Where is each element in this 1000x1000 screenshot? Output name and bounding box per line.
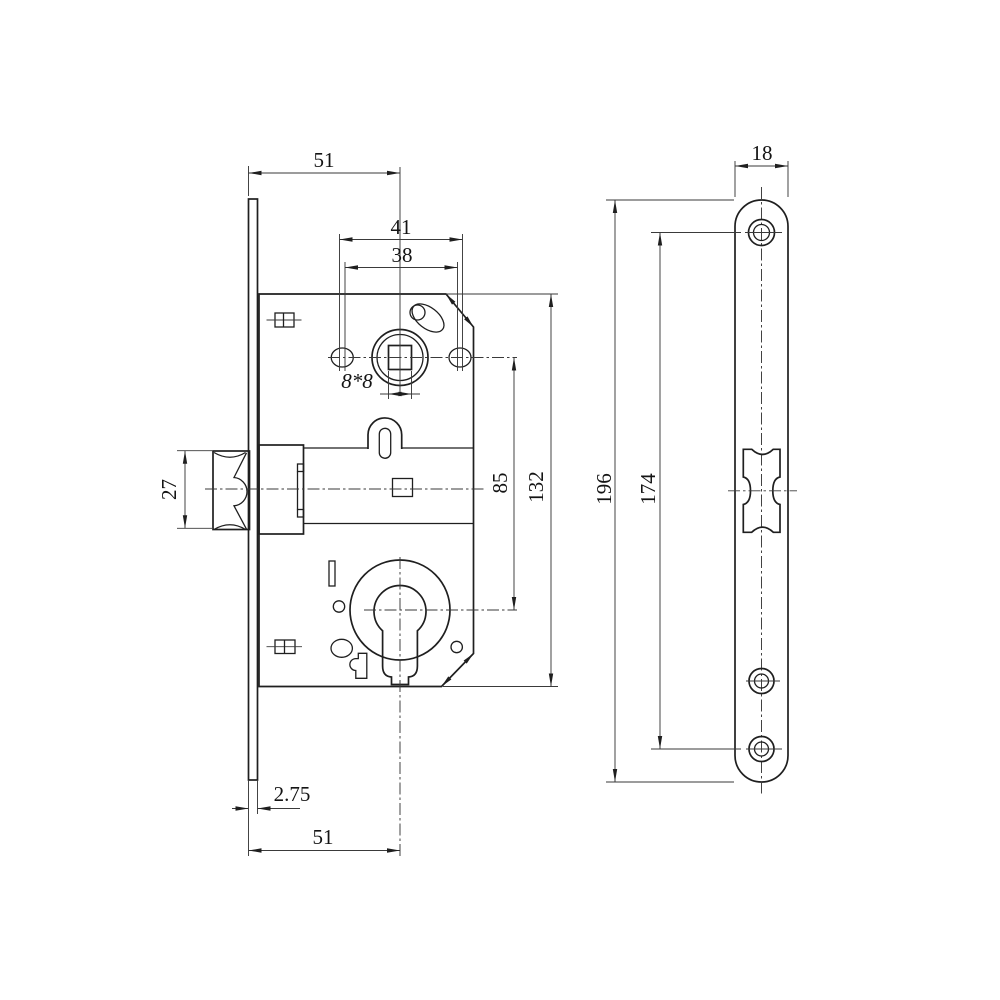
dim-label: 51: [313, 825, 334, 849]
screw-hole-bottom: [746, 735, 782, 763]
lock-case-outline: [258, 293, 475, 688]
dim-hole-spacing-outer: 41: [339, 215, 463, 371]
dim-follower-square: 8*8: [341, 369, 420, 399]
dim-label: 38: [392, 243, 413, 267]
dim-follower-to-cylinder: 85: [488, 357, 517, 610]
dim-label: 174: [636, 473, 660, 505]
faceplate-view: 18 196 174: [592, 141, 797, 795]
dim-case-height: 132: [443, 293, 558, 687]
chamfer-arrow-icon: [441, 676, 452, 687]
chamfer-arrow-icon: [464, 316, 474, 327]
screw-hole-top: [745, 218, 782, 247]
dim-label: 18: [752, 141, 773, 165]
latch-bolt-head: [212, 450, 251, 531]
dim-plate-length: 196: [592, 199, 734, 783]
dim-screw-hole-centers: 174: [636, 232, 741, 750]
screw-hole-middle: [746, 667, 780, 695]
arch-cutout: [367, 417, 403, 449]
oval-hole: [330, 638, 354, 658]
dim-label: 85: [488, 473, 512, 494]
dim-backset-top: 51: [248, 148, 400, 196]
lock-body-view: 51 41 38 8*8: [157, 148, 558, 858]
dim-plate-width: 18: [734, 141, 789, 197]
euro-cylinder-profile: [373, 584, 427, 686]
narrow-slot: [328, 560, 336, 587]
dim-label: 41: [391, 215, 412, 239]
dim-backset-bottom: 51: [248, 825, 400, 853]
dim-faceplate-thickness: 2.75: [232, 780, 310, 856]
chamfer-arrow-icon: [463, 653, 474, 664]
dim-latch-height: 27: [157, 450, 212, 529]
dim-hole-spacing-inner: 38: [344, 243, 458, 371]
fixing-clip-top: [266, 312, 302, 328]
fixing-hole-right: [448, 347, 472, 368]
capsule-slot: [378, 427, 392, 459]
dim-label: 196: [592, 473, 616, 505]
dim-label: 132: [524, 471, 548, 503]
bracket-part: [349, 652, 368, 679]
dim-label: 2.75: [274, 782, 311, 806]
kidney-slot: [409, 303, 445, 333]
pin-hole: [450, 640, 464, 654]
dim-label: 51: [314, 148, 335, 172]
dim-label: 27: [157, 479, 181, 500]
faceplate-edge-strip: [247, 198, 259, 781]
stop-square: [391, 477, 414, 498]
chamfer-arrow-icon: [446, 294, 456, 305]
pin-hole: [332, 600, 346, 613]
latch-housing: [258, 444, 305, 535]
dim-label: 8*8: [341, 369, 373, 393]
fixing-clip-bottom: [266, 639, 302, 655]
